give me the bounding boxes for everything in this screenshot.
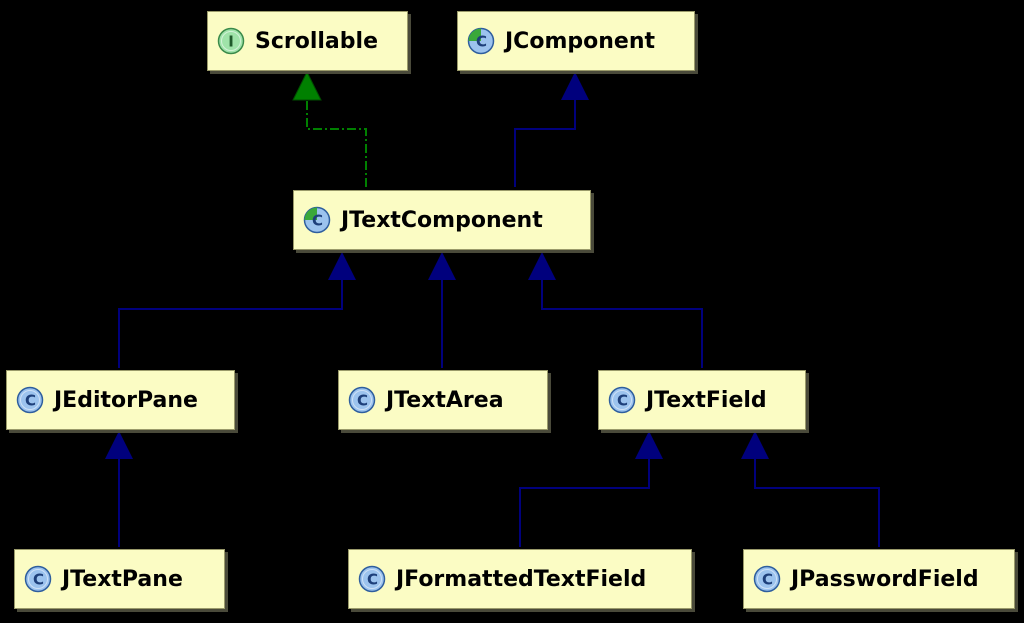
edge-jtextfield-extends-jtextcomponent bbox=[528, 252, 703, 368]
node-jformattedtextfield[interactable]: C JFormattedTextField bbox=[348, 549, 692, 609]
edge-jpasswordfield-extends-jtextfield bbox=[741, 431, 880, 547]
edge-jformattedtextfield-extends-jtextfield bbox=[519, 431, 663, 547]
node-label: JEditorPane bbox=[54, 387, 198, 413]
class-icon: C bbox=[608, 386, 636, 414]
class-icon-letter: C bbox=[617, 392, 628, 410]
abstract-class-icon-letter: C bbox=[312, 212, 323, 230]
node-jtextpane[interactable]: C JTextPane bbox=[14, 549, 225, 609]
node-jtextfield[interactable]: C JTextField bbox=[598, 370, 806, 430]
interface-icon-letter: I bbox=[228, 33, 234, 51]
node-jtextarea[interactable]: C JTextArea bbox=[338, 370, 548, 430]
node-jcomponent[interactable]: C JComponent bbox=[457, 11, 695, 71]
node-jpasswordfield[interactable]: C JPasswordField bbox=[743, 549, 1015, 609]
node-label: JComponent bbox=[505, 28, 655, 54]
node-scrollable[interactable]: I Scrollable bbox=[207, 11, 408, 71]
class-icon-letter: C bbox=[762, 571, 773, 589]
node-label: JTextArea bbox=[386, 387, 504, 413]
class-icon: C bbox=[348, 386, 376, 414]
class-icon: C bbox=[358, 565, 386, 593]
interface-icon: I bbox=[217, 27, 245, 55]
edge-jeditorpane-extends-jtextcomponent bbox=[118, 252, 356, 368]
edge-jtextarea-extends-jtextcomponent bbox=[428, 252, 456, 368]
edge-jtextcomponent-implements-scrollable bbox=[292, 70, 367, 187]
node-label: JTextField bbox=[646, 387, 767, 413]
abstract-class-icon-letter: C bbox=[476, 33, 487, 51]
edge-jtextpane-extends-jeditorpane bbox=[105, 431, 133, 547]
class-icon-letter: C bbox=[357, 392, 368, 410]
abstract-class-icon: C bbox=[467, 27, 495, 55]
node-jtextcomponent[interactable]: C JTextComponent bbox=[293, 190, 591, 250]
class-icon: C bbox=[16, 386, 44, 414]
node-label: JFormattedTextField bbox=[396, 566, 647, 592]
node-label: JTextPane bbox=[62, 566, 183, 592]
class-icon-letter: C bbox=[33, 571, 44, 589]
class-icon: C bbox=[24, 565, 52, 593]
class-icon-letter: C bbox=[25, 392, 36, 410]
abstract-class-icon: C bbox=[303, 206, 331, 234]
node-jeditorpane[interactable]: C JEditorPane bbox=[6, 370, 235, 430]
node-label: JPasswordField bbox=[791, 566, 979, 592]
class-icon: C bbox=[753, 565, 781, 593]
node-label: Scrollable bbox=[255, 28, 378, 54]
edge-jtextcomponent-extends-jcomponent bbox=[514, 72, 589, 187]
node-label: JTextComponent bbox=[341, 207, 543, 233]
class-icon-letter: C bbox=[367, 571, 378, 589]
